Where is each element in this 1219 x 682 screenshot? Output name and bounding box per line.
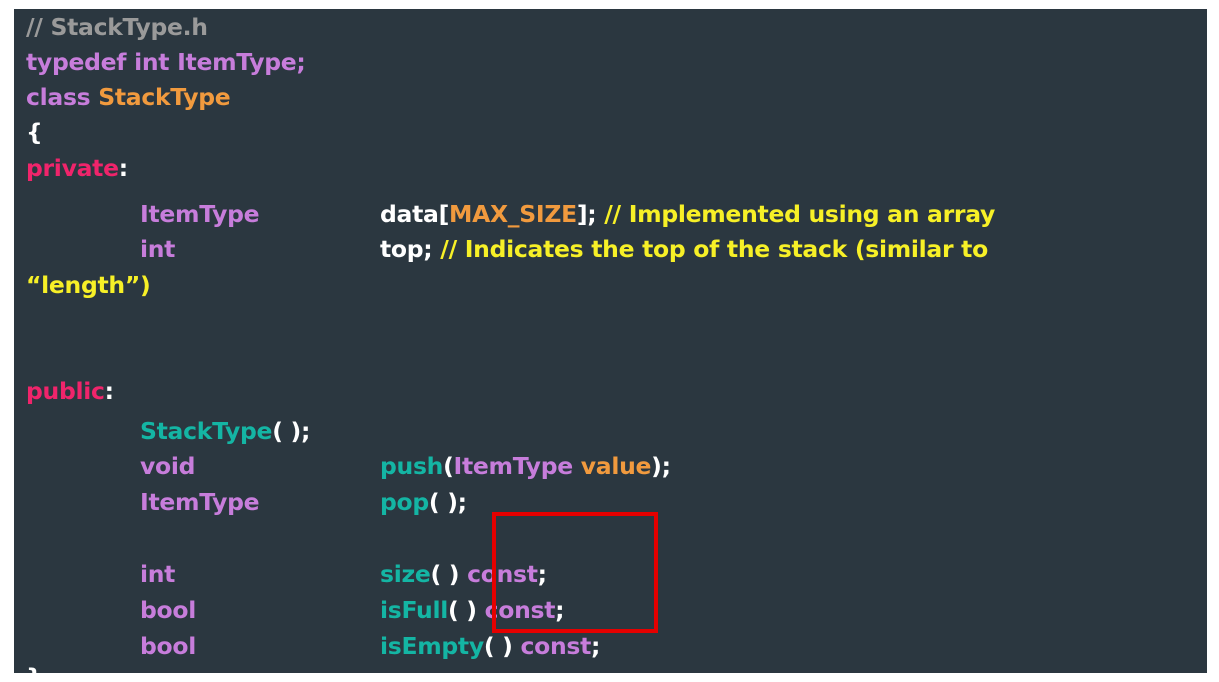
code-line-4: {: [26, 114, 43, 150]
code-line-8: “length”): [26, 267, 151, 303]
isfull-return-type: bool: [140, 596, 196, 624]
push-return-type: void: [140, 452, 196, 480]
pop-decl: pop( );: [380, 488, 467, 516]
code-line-11: void push(ItemType value);: [14, 448, 1207, 484]
code-line-16: }: [26, 659, 43, 673]
isempty-name: isEmpty: [380, 632, 484, 660]
top-comment: // Indicates the top of the stack (simil…: [432, 235, 988, 263]
max-size-constant: MAX_SIZE: [449, 200, 577, 228]
comment-continuation: “length”): [26, 271, 151, 299]
isfull-name: isFull: [380, 596, 448, 624]
code-line-5: private:: [26, 150, 128, 186]
top-member-decl: top; // Indicates the top of the stack (…: [380, 235, 988, 263]
size-name: size: [380, 560, 431, 588]
code-line-15: bool isEmpty( ) const;: [14, 628, 1207, 664]
data-member-decl: data[MAX_SIZE]; // Implemented using an …: [380, 200, 996, 228]
code-line-3: class StackType: [26, 79, 231, 115]
const-highlight-box: [492, 512, 658, 633]
code-line-6: ItemType data[MAX_SIZE]; // Implemented …: [14, 196, 1207, 232]
code-line-12: ItemType pop( );: [14, 484, 1207, 520]
code-line-10: StackType( );: [14, 413, 1207, 449]
code-line-2: typedef int ItemType;: [26, 44, 306, 80]
pop-name: pop: [380, 488, 429, 516]
isempty-decl: isEmpty( ) const;: [380, 632, 601, 660]
code-slide: // StackType.h typedef int ItemType; cla…: [14, 9, 1207, 673]
open-brace: {: [26, 118, 43, 146]
code-line-14: bool isFull( ) const;: [14, 592, 1207, 628]
const-keyword: const: [520, 632, 592, 660]
class-name: StackType: [90, 83, 231, 111]
code-line-13: int size( ) const;: [14, 556, 1207, 592]
constructor-decl: StackType( );: [140, 417, 311, 445]
constructor-name: StackType: [140, 417, 273, 445]
private-label: private: [26, 154, 119, 182]
const-keyword: const: [467, 560, 538, 588]
public-label: public: [26, 377, 105, 405]
private-colon: :: [118, 154, 128, 182]
code-line-7: int top; // Indicates the top of the sta…: [14, 231, 1207, 267]
file-comment: // StackType.h: [26, 13, 208, 41]
array-comment: // Implemented using an array: [596, 200, 996, 228]
size-return-type: int: [140, 560, 176, 588]
code-line-1: // StackType.h: [26, 9, 208, 45]
push-name: push: [380, 452, 444, 480]
class-keyword: class: [26, 83, 91, 111]
pop-return-type: ItemType: [140, 488, 260, 516]
push-arg-name: value: [572, 452, 652, 480]
top-member-type: int: [140, 235, 176, 263]
public-colon: :: [104, 377, 114, 405]
isempty-return-type: bool: [140, 632, 196, 660]
push-decl: push(ItemType value);: [380, 452, 671, 480]
const-keyword: const: [484, 596, 556, 624]
close-brace: }: [26, 663, 43, 673]
code-line-9: public:: [26, 373, 114, 409]
typedef-statement: typedef int ItemType;: [26, 48, 306, 76]
size-decl: size( ) const;: [380, 560, 547, 588]
isfull-decl: isFull( ) const;: [380, 596, 565, 624]
data-member-type: ItemType: [140, 200, 260, 228]
